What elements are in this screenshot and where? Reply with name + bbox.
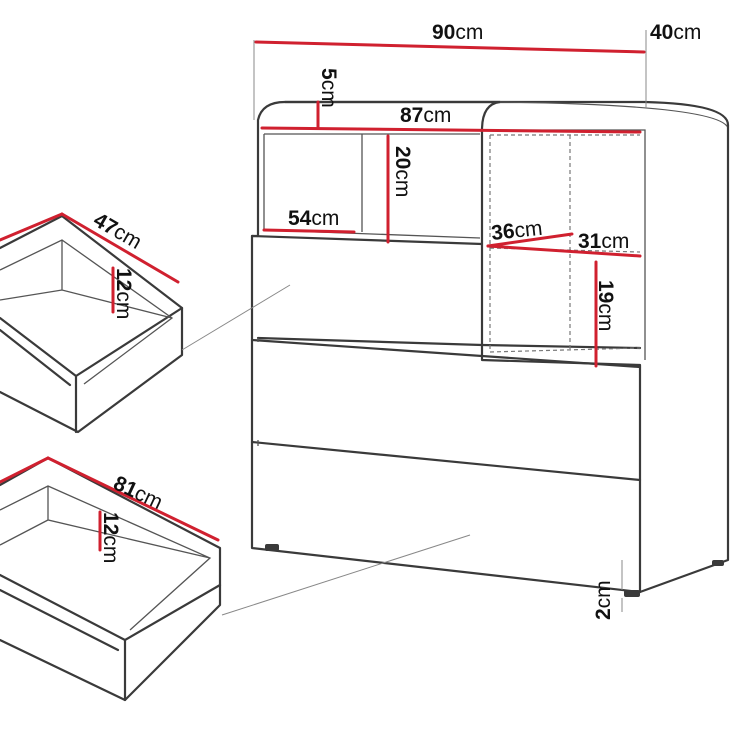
- large-drawer-depth-dim-line: [0, 456, 50, 484]
- side-height-label: 19cm: [594, 280, 617, 331]
- large-drawer-front: [0, 573, 222, 702]
- small-drawer-depth-dim-line: [0, 212, 64, 242]
- foot-front-right: [624, 590, 640, 597]
- drawer-2-front: [250, 440, 642, 482]
- drawer-1-front: [250, 234, 642, 369]
- large-drawer: [0, 456, 471, 702]
- top-inner-width-label: 87cm: [400, 104, 451, 127]
- small-drawer-leader: [181, 284, 291, 351]
- cabinet-top: [283, 100, 730, 127]
- width-extension-lines: [253, 30, 647, 612]
- dimension-lines: [0, 40, 646, 552]
- leg-height-label: 2cm: [592, 580, 615, 620]
- side-width-dim-line: [486, 232, 574, 248]
- depth-label: 40cm: [650, 21, 701, 44]
- side-width-label: 36cm: [490, 217, 543, 245]
- shelf-width-dim-line: [262, 228, 356, 234]
- side-depth-label: 31cm: [578, 230, 629, 253]
- open-shelf: [263, 133, 481, 239]
- large-drawer-length-dim-line: [46, 456, 220, 542]
- shelf-width-label: 54cm: [288, 207, 339, 230]
- foot-front-left: [265, 544, 279, 551]
- top-height-label: 5cm: [317, 68, 340, 108]
- small-drawer-length-dim-line: [60, 212, 180, 284]
- shelf-height-label: 20cm: [391, 146, 414, 197]
- small-drawer-box: [0, 214, 184, 434]
- side-depth-dim-line: [486, 244, 642, 258]
- cabinet: [250, 30, 730, 612]
- small-drawer: [0, 214, 291, 434]
- small-drawer-height-label: 12cm: [112, 268, 135, 319]
- small-drawer-inner: [0, 239, 174, 385]
- large-drawer-inner: [0, 485, 212, 631]
- large-drawer-length-label: 81cm: [110, 472, 166, 515]
- width-label: 90cm: [432, 21, 483, 44]
- width-dim-line: [254, 40, 646, 54]
- large-drawer-leader: [221, 534, 471, 616]
- cabinet-side: [638, 123, 730, 594]
- cabinet-top-edge: [499, 101, 729, 129]
- foot-back-right: [712, 560, 724, 566]
- large-drawer-height-label: 12cm: [99, 512, 122, 563]
- top-inner-dim-line: [260, 126, 642, 134]
- small-drawer-front: [0, 306, 184, 434]
